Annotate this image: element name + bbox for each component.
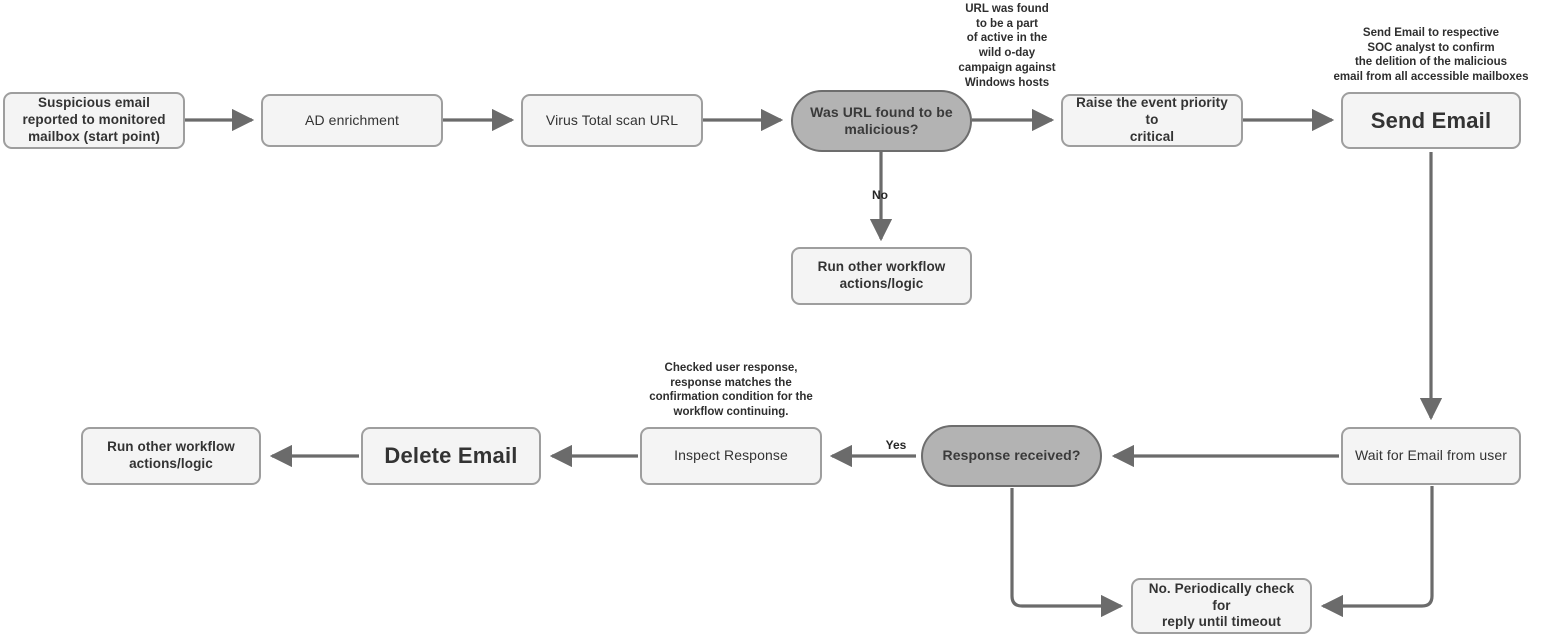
edge-label-yes: Yes [885,438,907,452]
node-periodic-check-timeout-label: No. Periodically check for reply until t… [1148,580,1295,630]
edge-label-send-email-soc: Send Email to respective SOC analyst to … [1333,27,1529,84]
node-virus-total-scan[interactable]: Virus Total scan URL [521,94,703,147]
edge-label-no: No [872,188,888,202]
node-run-other-workflow-bottom-label: Run other workflow actions/logic [107,439,235,471]
node-ad-enrichment[interactable]: AD enrichment [261,94,443,147]
edge-decision2-to-timeout [1010,488,1124,618]
node-run-other-workflow-bottom[interactable]: Run other workflow actions/logic [81,427,261,485]
node-send-email[interactable]: Send Email [1341,92,1521,149]
node-wait-for-email[interactable]: Wait for Email from user [1341,427,1521,485]
edge-label-url-active-campaign: URL was found to be a part of active in … [958,3,1056,89]
node-decision-response-received-label: Response received? [942,447,1081,464]
node-delete-email-label: Delete Email [384,443,518,469]
edge-label-checked-user-response: Checked user response, response matches … [649,362,813,419]
node-inspect-response-label: Inspect Response [674,447,788,464]
node-start[interactable]: Suspicious email reported to monitored m… [3,92,185,149]
node-decision-response-received[interactable]: Response received? [921,425,1102,487]
node-delete-email[interactable]: Delete Email [361,427,541,485]
edge-wait-to-timeout [1320,486,1434,618]
node-start-label: Suspicious email reported to monitored m… [22,95,166,144]
node-raise-priority[interactable]: Raise the event priority to critical [1061,94,1243,147]
node-periodic-check-timeout[interactable]: No. Periodically check for reply until t… [1131,578,1312,634]
node-wait-for-email-label: Wait for Email from user [1354,447,1508,464]
node-inspect-response[interactable]: Inspect Response [640,427,822,485]
node-decision-url-malicious[interactable]: Was URL found to be malicious? [791,90,972,152]
node-send-email-label: Send Email [1370,107,1492,133]
node-virus-total-scan-label: Virus Total scan URL [545,111,679,128]
node-decision-url-malicious-label: Was URL found to be malicious? [810,103,953,138]
node-run-other-workflow-top-label: Run other workflow actions/logic [817,259,946,291]
node-raise-priority-label: Raise the event priority to critical [1076,95,1228,144]
node-run-other-workflow-top[interactable]: Run other workflow actions/logic [791,247,972,305]
node-ad-enrichment-label: AD enrichment [305,111,399,128]
